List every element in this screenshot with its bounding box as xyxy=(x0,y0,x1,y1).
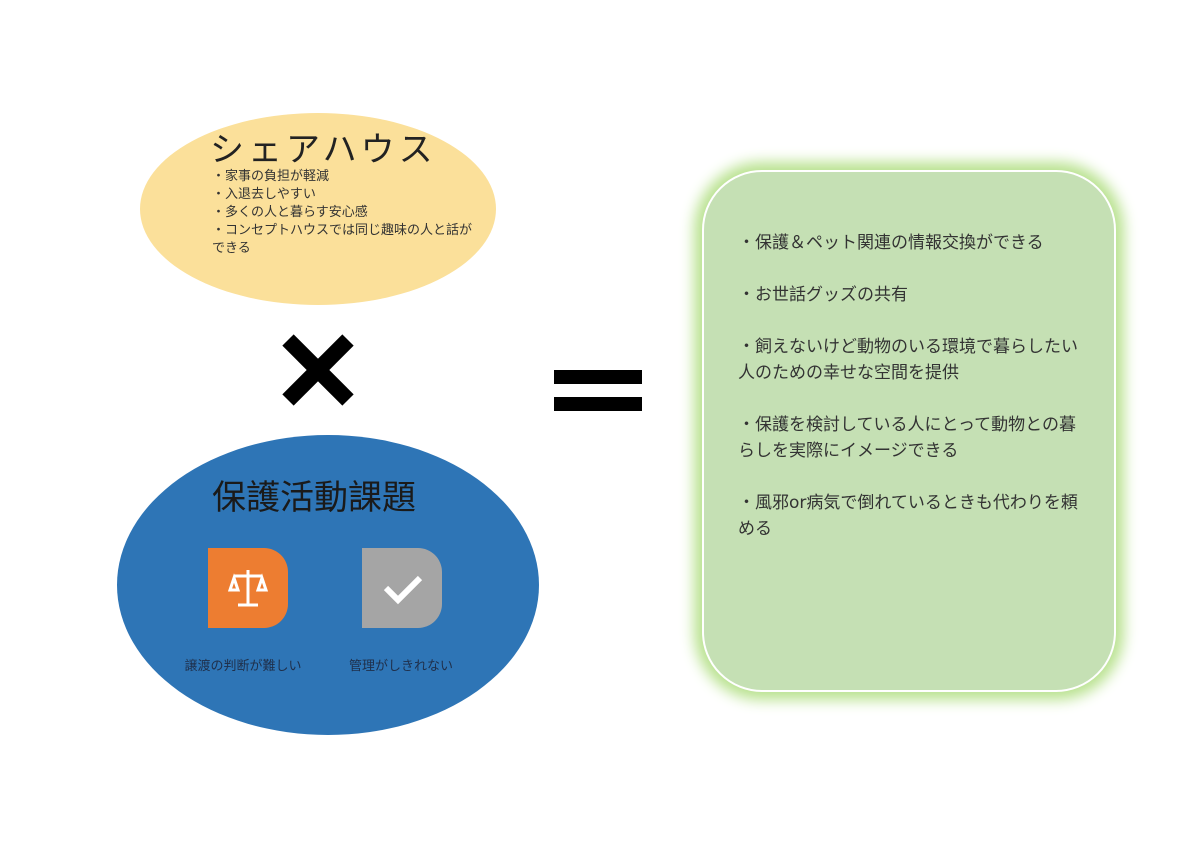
result-list: ・保護＆ペット関連の情報交換ができる ・お世話グッズの共有 ・飼えないけど動物の… xyxy=(738,230,1078,568)
list-item: ・多くの人と暮らす安心感 xyxy=(212,205,368,220)
share-house-ellipse xyxy=(140,113,496,305)
share-house-title: シェアハウス xyxy=(210,130,437,170)
share-house-list: ・家事の負担が軽減 ・入退去しやすい ・多くの人と暮らす安心感 ・コンセプトハウ… xyxy=(212,168,482,258)
multiply-icon xyxy=(282,334,354,406)
issue-label: 管理がしきれない xyxy=(348,659,453,674)
list-item: ・家事の負担が軽減 xyxy=(212,169,330,184)
list-item: ・保護＆ペット関連の情報交換ができる xyxy=(738,233,1044,253)
list-item: ・風邪or病気で倒れているときも代わりを頼める xyxy=(738,493,1078,539)
result-box xyxy=(702,170,1116,692)
list-item: ・飼えないけど動物のいる環境で暮らしたい人のための幸せな空間を提供 xyxy=(738,337,1078,383)
check-tile xyxy=(362,548,442,628)
list-item: ・コンセプトハウスでは同じ趣味の人と話ができる xyxy=(212,223,473,256)
issues-title: 保護活動課題 xyxy=(212,478,416,518)
list-item: ・お世話グッズの共有 xyxy=(738,285,908,305)
issue-label: 譲渡の判断が難しい xyxy=(184,659,302,674)
equals-icon xyxy=(554,370,642,424)
list-item: ・保護を検討している人にとって動物との暮らしを実際にイメージできる xyxy=(738,415,1076,461)
scale-icon xyxy=(227,570,269,607)
scale-tile xyxy=(208,548,288,628)
list-item: ・入退去しやすい xyxy=(212,187,316,202)
check-icon xyxy=(383,575,423,605)
issues-ellipse xyxy=(117,435,539,735)
